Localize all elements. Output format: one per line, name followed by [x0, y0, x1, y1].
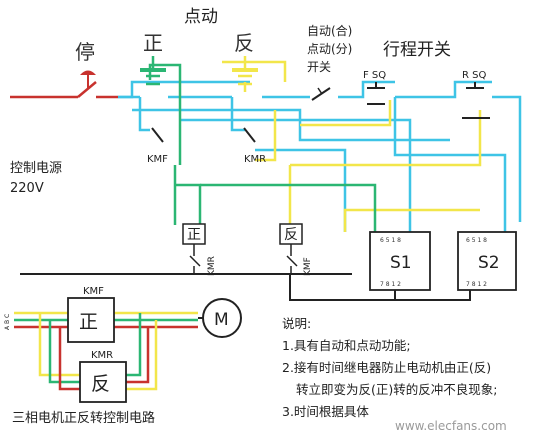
rsq-switch: [462, 82, 490, 119]
rsq-label: R SQ: [462, 70, 486, 81]
stop-button: [10, 70, 118, 99]
cyan-wires: [118, 80, 522, 232]
motor-label: M: [214, 310, 229, 330]
fsq-switch: [367, 82, 385, 105]
reverse-button: [232, 56, 258, 86]
mode-label-1: 自动(合): [307, 23, 352, 38]
contactor-reverse-label: 反: [91, 373, 110, 395]
contactor-forward: [67, 297, 115, 343]
black-bus: [20, 273, 471, 301]
mode-switch: [311, 87, 331, 101]
contactor-kmr-label: KMR: [91, 350, 113, 361]
timer-s1: 6 5 1 8 S1 7 8 1 2: [369, 231, 431, 291]
s1-pins-top: 6 5 1 8: [380, 237, 401, 244]
kmr-label: KMR: [244, 154, 266, 165]
yellow-wires: [222, 60, 482, 232]
forward-label: 正: [143, 31, 163, 55]
mode-label-2: 点动(分): [307, 42, 352, 56]
power-label: 控制电源: [10, 161, 62, 176]
motor: M: [198, 298, 242, 338]
reverse-label: 反: [234, 31, 254, 55]
reverse-relay-label: 反: [284, 227, 298, 243]
fsq-label: F SQ: [363, 70, 386, 81]
relay-kmr-label: KMR: [207, 256, 217, 276]
contactor-reverse: [79, 361, 127, 403]
contactor-kmf-label: KMF: [83, 286, 104, 297]
green-wires: [148, 63, 377, 232]
stop-button-head-icon: [80, 70, 96, 75]
forward-button: [140, 56, 166, 86]
phase-labels: A B C: [4, 314, 11, 330]
s1-pins-bottom: 7 8 1 2: [380, 281, 401, 288]
power-voltage: 220V: [10, 181, 44, 196]
relay-kmf-label: KMF: [303, 257, 313, 276]
s2-pins-bottom: 7 8 1 2: [466, 281, 487, 288]
relay-contacts: [189, 244, 298, 274]
kmf-interlock-contact: [151, 127, 164, 143]
timer-s2: 6 5 1 8 S2 7 8 1 2: [457, 231, 517, 291]
watermark: www.elecfans.com: [395, 419, 507, 433]
notes-title: 说明:: [282, 316, 311, 331]
forward-relay-label: 正: [187, 227, 201, 243]
caption: 三相电机正反转控制电路: [12, 410, 155, 426]
notes-line-3: 转立即变为反(正)转的反冲不良现象;: [296, 382, 497, 397]
kmf-label: KMF: [147, 154, 168, 165]
notes-line-1: 1.具有自动和点动功能;: [282, 338, 411, 353]
s2-label: S2: [478, 253, 500, 273]
kmr-interlock-contact: [243, 127, 256, 143]
mode-label-3: 开关: [307, 60, 331, 74]
notes-line-4: 3.时间根据具体: [282, 404, 369, 419]
jog-label: 点动: [184, 7, 218, 27]
s2-pins-top: 6 5 1 8: [466, 237, 487, 244]
s1-label: S1: [390, 253, 412, 273]
notes-line-2: 2.接有时间继电器防止电动机由正(反): [282, 360, 491, 375]
stop-label: 停: [75, 40, 95, 64]
limit-switch-label: 行程开关: [383, 40, 451, 60]
contactor-forward-label: 正: [79, 311, 98, 333]
